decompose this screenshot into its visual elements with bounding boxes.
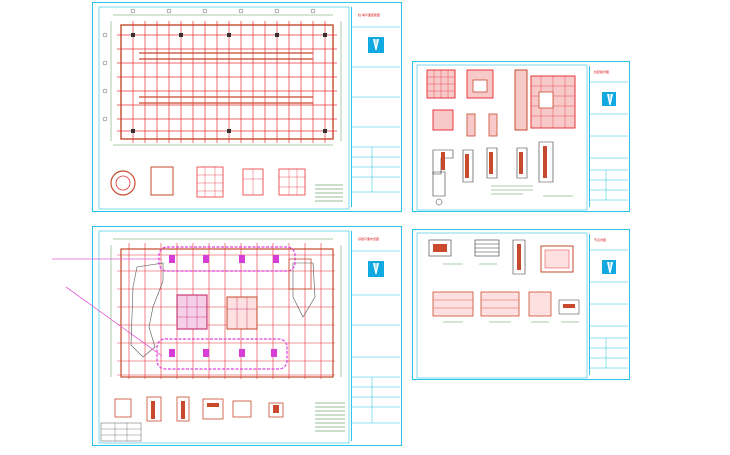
company-logo-icon (368, 261, 384, 277)
drawing-sheet-2[interactable]: 柱配筋详图 (412, 61, 630, 212)
title-block-2: 柱配筋详图 (589, 66, 628, 207)
plan-drawing-3 (98, 230, 350, 444)
detail-drawing-2 (416, 64, 588, 211)
title-block-1: 柱·墙平面配筋图 (351, 7, 400, 207)
title-block-3: 基础平面布置图 (351, 231, 400, 441)
drawing-sheet-3[interactable]: 基础平面布置图 (92, 226, 402, 446)
title-block-grid-4 (590, 249, 628, 369)
detail-drawing-4 (416, 232, 588, 379)
title-block-grid-2 (590, 81, 628, 201)
sheet-title: 柱·墙平面配筋图 (358, 13, 380, 17)
company-logo-icon (602, 260, 616, 274)
plan-drawing-1 (98, 6, 350, 210)
sheet-title: 基础平面布置图 (358, 237, 380, 241)
title-block-grid-1 (352, 26, 400, 193)
drawing-sheet-1[interactable]: 柱·墙平面配筋图 (92, 2, 402, 212)
sheet-title: 节点详图 (594, 238, 607, 242)
company-logo-icon (602, 92, 616, 106)
title-block-4: 节点详图 (589, 234, 628, 375)
company-logo-icon (368, 37, 384, 53)
sheet-title: 柱配筋详图 (594, 70, 610, 74)
drawing-sheet-4[interactable]: 节点详图 (412, 229, 630, 380)
title-block-grid-3 (352, 250, 400, 424)
